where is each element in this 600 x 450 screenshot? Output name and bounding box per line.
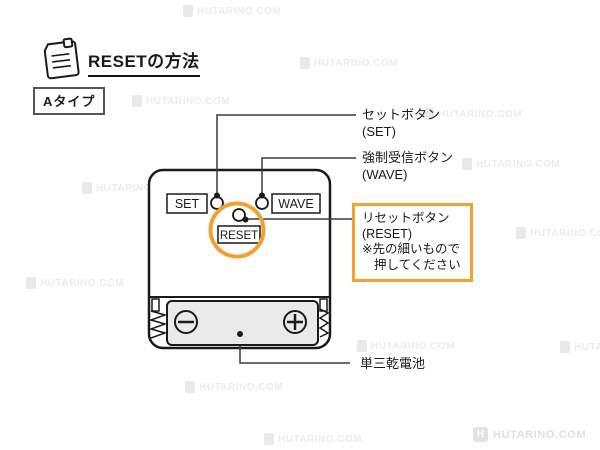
reset-label-box	[217, 225, 261, 244]
set-callout: セットボタン (SET)	[362, 106, 440, 140]
reset-highlight-circle	[208, 201, 266, 259]
wave-callout-line1: 強制受信ボタン	[362, 150, 454, 165]
reset-callout-line2: (RESET)	[362, 226, 412, 241]
set-anchor-dot	[214, 192, 220, 199]
wave-anchor-dot	[259, 192, 265, 199]
reset-anchor-dot	[242, 216, 249, 223]
reset-callout-line3: ※先の細いもので	[362, 242, 460, 256]
page-title: RESETの方法	[88, 47, 200, 77]
set-label-text: SET	[175, 197, 200, 211]
battery-callout: 単三乾電池	[360, 356, 426, 371]
wave-callout: 強制受信ボタン (WAVE)	[362, 149, 453, 183]
battery-anchor-dot	[237, 331, 243, 337]
reset-label-text: RESET	[220, 230, 258, 242]
wave-label-text: WAVE	[278, 197, 313, 211]
wave-label-box	[271, 193, 321, 214]
battery-contact-left	[151, 298, 160, 312]
battery-spring-left	[148, 310, 168, 339]
site-brand: H HUTARINO.COM	[473, 427, 586, 442]
memo-icon	[43, 37, 80, 80]
brand-logo-icon: H	[473, 427, 488, 442]
set-leader-line	[216, 114, 356, 196]
reset-callout-line1: リセットボタン	[362, 211, 450, 225]
set-label-box	[166, 193, 208, 214]
reset-callout-box: リセットボタン (RESET) ※先の細いもので 押してください	[352, 203, 473, 282]
battery-spring-right	[318, 308, 330, 338]
brand-name: HUTARINO.COM	[493, 428, 587, 441]
type-a-badge: Aタイプ	[33, 87, 106, 115]
battery-plus-terminal	[283, 310, 307, 334]
reset-button-hole[interactable]	[232, 208, 246, 222]
wave-button-hole[interactable]	[255, 196, 269, 210]
reset-callout-line4: 押してください	[374, 257, 461, 272]
battery	[166, 300, 319, 346]
set-callout-line2: (SET)	[362, 124, 396, 139]
battery-minus-terminal	[174, 310, 198, 334]
set-callout-line1: セットボタン	[362, 107, 441, 122]
wave-callout-line2: (WAVE)	[362, 167, 408, 182]
wave-leader-line	[261, 157, 356, 196]
